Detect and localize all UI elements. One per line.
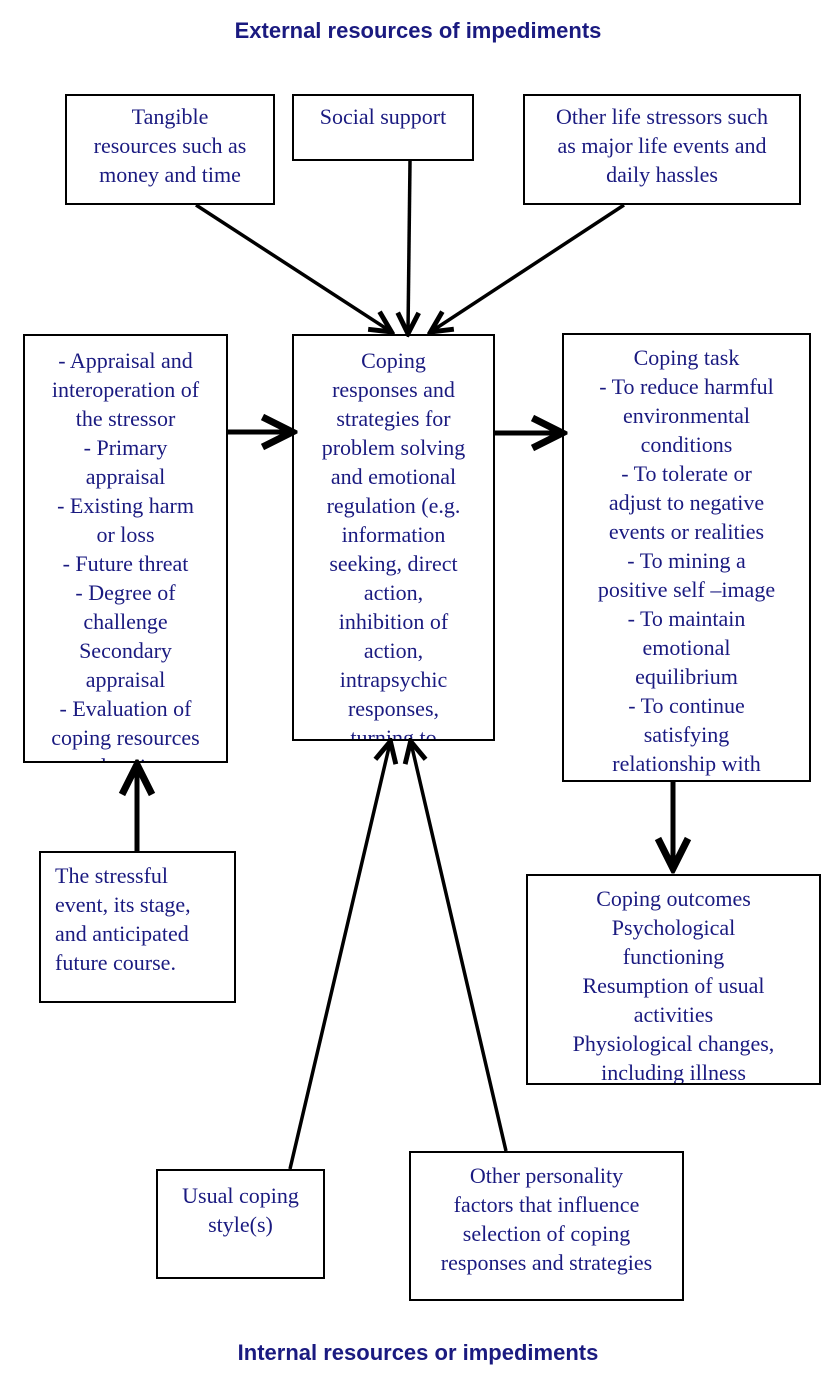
- text-line: Tangible: [131, 104, 209, 129]
- text-line: turning to: [350, 725, 437, 741]
- text-line: conditions: [640, 432, 733, 457]
- text-line: appraisal: [85, 667, 166, 692]
- arrow-social-to-coping: [408, 160, 410, 332]
- text-line: activities: [633, 1002, 714, 1027]
- text-line: future course.: [55, 950, 176, 975]
- text-line: Secondary: [79, 638, 172, 663]
- text-line: the stressor: [75, 406, 176, 431]
- text-line: as major life events and: [557, 133, 767, 158]
- text-line: Coping outcomes: [596, 886, 751, 911]
- appraisal-box: - Appraisal and interoperation of the stre…: [23, 334, 228, 763]
- text-line: The stressful: [55, 863, 169, 888]
- arrow-stressors-to-coping: [432, 203, 625, 331]
- text-line: - To continue: [628, 693, 745, 718]
- text-line: - Degree of: [75, 580, 176, 605]
- text-line: responses and strategies: [440, 1250, 653, 1275]
- text-line: Other personality: [469, 1163, 624, 1188]
- text-line: satisfying: [643, 722, 730, 747]
- text-line: - To maintain: [627, 606, 746, 631]
- text-line: equilibrium: [635, 664, 738, 689]
- text-line: coping resources: [51, 725, 200, 750]
- text-line: emotional: [642, 635, 731, 660]
- text-line: intrapsychic: [339, 667, 448, 692]
- text-line: action,: [363, 580, 424, 605]
- text-line: - To reduce harmful: [599, 374, 774, 399]
- text-line: - To mining a: [627, 548, 746, 573]
- text-line: Psychological: [611, 915, 736, 940]
- text-line: relationship with: [612, 751, 761, 776]
- text-line: adjust to negative: [608, 490, 765, 515]
- text-line: - Primary: [83, 435, 168, 460]
- text-line: - Future threat: [62, 551, 189, 576]
- text-line: selection of coping: [462, 1221, 631, 1246]
- text-line: or loss: [96, 522, 155, 547]
- text-line: Social support: [319, 104, 447, 129]
- text-line: Resumption of usual: [582, 973, 765, 998]
- text-line: problem solving: [321, 435, 466, 460]
- tangible-resources-box: Tangible resources such as money and time: [65, 94, 275, 205]
- text-line: information: [341, 522, 446, 547]
- personality-factors-box: Other personality factors that influence s…: [409, 1151, 684, 1301]
- coping-task-box: Coping task - To reduce harmful environmen…: [562, 333, 811, 782]
- text-line: Usual coping: [182, 1183, 299, 1208]
- social-support-box: Social support: [292, 94, 474, 161]
- text-line: daily hassles: [606, 162, 718, 187]
- text-line: and anticipated: [55, 921, 189, 946]
- text-line: Physiological changes,: [572, 1031, 775, 1056]
- text-line: positive self –image: [597, 577, 776, 602]
- text-line: including illness: [601, 1060, 746, 1085]
- text-line: Coping: [361, 348, 426, 373]
- text-line: money and time: [99, 162, 241, 187]
- text-line: resources such as: [93, 133, 247, 158]
- text-line: and emotional: [330, 464, 457, 489]
- coping-responses-box: Coping responses and strategies for problem…: [292, 334, 495, 741]
- arrow-usual-coping-to-responses: [288, 743, 390, 1170]
- other-life-stressors-box: Other life stressors such as major life e…: [523, 94, 801, 205]
- text-line: factors that influence: [453, 1192, 640, 1217]
- stressful-event-box: The stressful event, its stage, and antici…: [39, 851, 236, 1003]
- arrow-personality-to-responses: [411, 743, 508, 1152]
- text-line: challenge: [83, 609, 168, 634]
- text-line: regulation (e.g.: [326, 493, 461, 518]
- text-line: responses and: [332, 377, 455, 402]
- text-line: - Evaluation of: [59, 696, 192, 721]
- text-line: and options: [29, 752, 222, 761]
- text-line: - Appraisal and: [58, 348, 193, 373]
- text-line: strategies for: [336, 406, 451, 431]
- text-line: responses,: [347, 696, 440, 721]
- text-line: style(s): [208, 1212, 273, 1237]
- usual-coping-style-box: Usual coping style(s): [156, 1169, 325, 1279]
- internal-resources-heading: Internal resources or impediments: [237, 1340, 599, 1365]
- text-line: environmental: [622, 403, 751, 428]
- text-line: - Existing harm: [57, 493, 194, 518]
- arrow-tangible-to-coping: [195, 203, 390, 331]
- text-line: inhibition of: [338, 609, 449, 634]
- text-line: events or realities: [608, 519, 765, 544]
- text-line: appraisal: [85, 464, 166, 489]
- external-resources-heading: External resources of impediments: [234, 18, 602, 43]
- text-line: action,: [363, 638, 424, 663]
- text-line: - To tolerate or: [621, 461, 752, 486]
- text-line: functioning: [622, 944, 725, 969]
- text-line: seeking, direct: [329, 551, 458, 576]
- text-line: Other life stressors such: [555, 104, 768, 129]
- text-line: Coping task: [633, 345, 740, 370]
- text-line: event, its stage,: [55, 892, 191, 917]
- text-line: interoperation of: [51, 377, 200, 402]
